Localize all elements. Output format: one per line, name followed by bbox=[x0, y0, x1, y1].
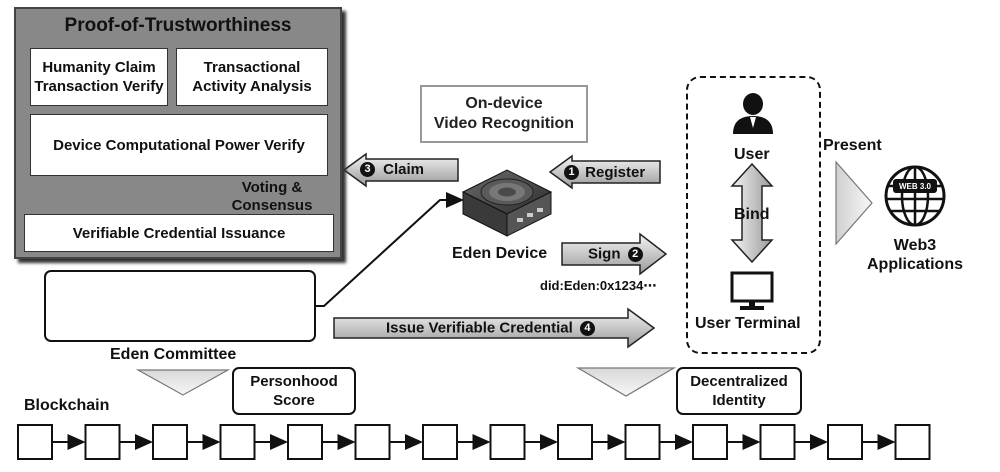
user-terminal-icon bbox=[730, 271, 774, 310]
present-label: Present bbox=[823, 137, 882, 154]
block bbox=[489, 424, 526, 460]
personhood-score-box: Personhood Score bbox=[232, 367, 356, 415]
transactional-activity-box: Transactional Activity Analysis bbox=[176, 48, 328, 106]
humanity-claim-box: Humanity Claim Transaction Verify bbox=[30, 48, 168, 106]
bind-double-arrow bbox=[730, 162, 774, 264]
eden-device-icon bbox=[461, 169, 553, 237]
voting-line1: Voting & bbox=[241, 179, 303, 196]
humanity-line1: Humanity Claim bbox=[42, 59, 156, 76]
web3-line2: Applications bbox=[866, 256, 963, 273]
pot-title: Proof-of-Trustworthiness bbox=[64, 15, 292, 36]
bind-label: Bind bbox=[734, 206, 770, 223]
identity-down-triangle bbox=[575, 367, 677, 397]
video-line2: Video Recognition bbox=[433, 115, 575, 132]
voting-consensus-label: Voting & Consensus bbox=[230, 179, 314, 215]
web3-applications-label: Web3 Applications bbox=[862, 236, 968, 274]
video-line1: On-device bbox=[465, 95, 543, 112]
user-panel bbox=[686, 76, 821, 354]
claim-label-group: 3 Claim bbox=[360, 160, 424, 178]
block bbox=[692, 424, 728, 460]
decentralized-identity-box: Decentralized Identity bbox=[676, 367, 802, 415]
compute-label: Device Computational Power Verify bbox=[53, 136, 305, 154]
committee-down-triangle bbox=[135, 369, 231, 396]
eden-committee-label: Eden Committee bbox=[110, 346, 237, 363]
web3-line1: Web3 bbox=[893, 237, 937, 254]
user-icon bbox=[733, 93, 773, 134]
block bbox=[624, 424, 661, 460]
sign-label-group: Sign 2 bbox=[588, 245, 643, 263]
block bbox=[354, 424, 391, 460]
block bbox=[219, 424, 256, 460]
issue-vc-step-badge: 4 bbox=[579, 320, 595, 336]
present-triangle bbox=[835, 160, 873, 246]
sign-label: Sign bbox=[588, 245, 621, 263]
register-label: Register bbox=[585, 163, 646, 181]
voting-line2: Consensus bbox=[231, 197, 313, 214]
personhood-line2: Score bbox=[273, 392, 315, 409]
block bbox=[287, 424, 323, 460]
web3-badge: WEB 3.0 bbox=[898, 182, 931, 191]
block bbox=[84, 424, 121, 460]
did-label: did:Eden:0x1234⋯ bbox=[540, 278, 657, 293]
humanity-line2: Transaction Verify bbox=[34, 78, 164, 95]
vc-issuance-box: Verifiable Credential Issuance bbox=[24, 214, 334, 252]
eden-device-label: Eden Device bbox=[452, 245, 548, 262]
claim-label: Claim bbox=[383, 160, 425, 178]
issue-vc-label: Issue Verifiable Credential bbox=[386, 319, 573, 337]
blockchain-label: Blockchain bbox=[24, 397, 110, 414]
personhood-line1: Personhood bbox=[250, 373, 338, 390]
block bbox=[17, 424, 53, 460]
video-recognition-box: On-device Video Recognition bbox=[420, 85, 588, 143]
user-terminal-label: User Terminal bbox=[695, 315, 801, 332]
eden-committee-box bbox=[44, 270, 316, 342]
device-computational-power-box: Device Computational Power Verify bbox=[30, 114, 328, 176]
vc-issuance-label: Verifiable Credential Issuance bbox=[72, 224, 286, 242]
issue-vc-label-group: Issue Verifiable Credential 4 bbox=[386, 319, 595, 337]
block bbox=[152, 424, 188, 460]
decentralized-line2: Identity bbox=[712, 392, 766, 409]
register-label-group: 1 Register bbox=[564, 163, 645, 181]
transactional-line1: Transactional bbox=[203, 59, 301, 76]
claim-arrow bbox=[342, 152, 459, 188]
user-label: User bbox=[734, 146, 770, 163]
transactional-line2: Activity Analysis bbox=[192, 78, 312, 95]
block bbox=[827, 424, 863, 460]
register-step-badge: 1 bbox=[564, 164, 579, 180]
decentralized-line1: Decentralized bbox=[690, 373, 788, 390]
register-arrow bbox=[548, 154, 661, 190]
block bbox=[759, 424, 796, 460]
block bbox=[422, 424, 458, 460]
web3-globe-icon bbox=[884, 165, 946, 227]
claim-step-badge: 3 bbox=[360, 161, 375, 177]
blockchain-chain bbox=[17, 424, 931, 460]
block bbox=[894, 424, 931, 460]
proof-of-trustworthiness-panel: Proof-of-Trustworthiness Humanity Claim … bbox=[14, 7, 342, 259]
sign-step-badge: 2 bbox=[627, 246, 643, 262]
issue-vc-arrow bbox=[333, 307, 656, 349]
sign-arrow bbox=[561, 232, 668, 276]
block bbox=[557, 424, 593, 460]
